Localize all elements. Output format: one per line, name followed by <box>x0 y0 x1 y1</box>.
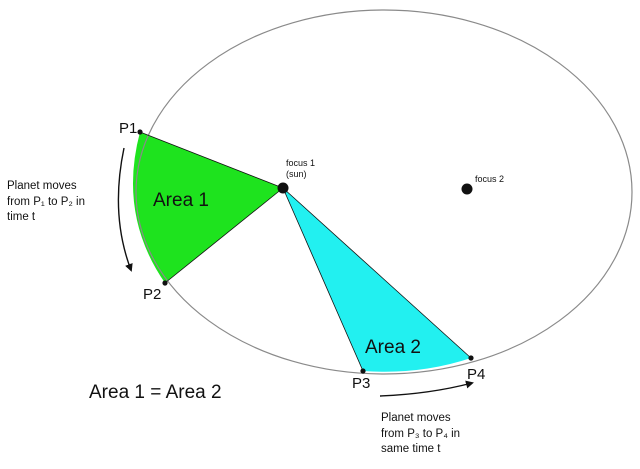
area-equation: Area 1 = Area 2 <box>89 382 222 403</box>
radius-line-p3 <box>282 187 364 372</box>
point-p3-label: P3 <box>352 375 371 392</box>
point-p1-marker <box>137 129 143 135</box>
note-p3-p4: Planet moves from P₃ to P₄ in same time … <box>381 411 460 458</box>
point-p2-marker <box>162 280 168 286</box>
motion-arrow-p3-p4 <box>379 380 474 397</box>
focus-1-label-line1: focus 1 <box>286 158 316 168</box>
radius-line-p1 <box>139 131 284 189</box>
motion-arrow-p1-p2 <box>117 147 133 272</box>
area-2-label: Area 2 <box>365 337 421 358</box>
note-p1-p2-line3: time t <box>7 211 36 223</box>
note-p3-p4-line1: Planet moves <box>381 412 451 424</box>
point-p3-marker <box>360 368 366 374</box>
area-1-label: Area 1 <box>153 190 209 211</box>
focus-2-label: focus 2 <box>475 174 505 184</box>
area-1-sector <box>132 132 283 283</box>
note-p1-p2-line1: Planet moves <box>7 180 77 192</box>
note-p1-p2-line2: from P₁ to P₂ in <box>7 195 86 208</box>
area-2-sector <box>283 188 471 372</box>
note-p1-p2: Planet moves from P₁ to P₂ in time t <box>7 179 85 226</box>
point-p4-marker <box>468 355 474 361</box>
focus-1-label-line2: (sun) <box>286 169 307 179</box>
orbit-ellipse <box>135 9 633 375</box>
point-p2-label: P2 <box>143 286 162 303</box>
focus-1-sun-dot <box>277 182 289 194</box>
point-p1-label: P1 <box>119 120 138 137</box>
focus-1-label: focus 1 (sun) <box>286 158 315 180</box>
point-p4-label: P4 <box>467 366 486 383</box>
note-p3-p4-line3: same time t <box>381 443 441 455</box>
focus-2-dot <box>461 183 473 195</box>
note-p3-p4-line2: from P₃ to P₄ in <box>381 427 461 440</box>
radius-line-p4 <box>282 187 472 359</box>
radius-line-p2 <box>164 187 284 284</box>
